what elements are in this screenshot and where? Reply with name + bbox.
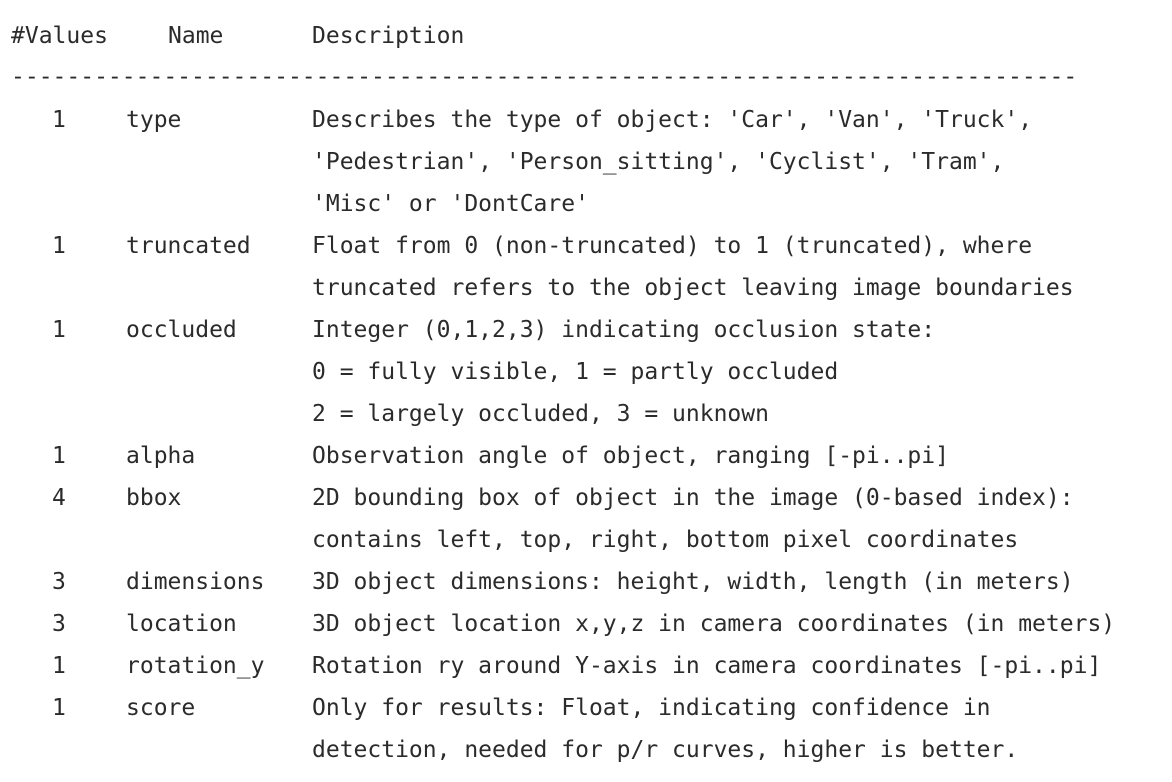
row-name: score xyxy=(126,695,196,721)
row-name: bbox xyxy=(126,485,182,511)
table-row: 1 type Describes the type of object: 'Car'… xyxy=(0,99,1172,141)
row-count: 3 xyxy=(52,611,66,637)
row-count: 1 xyxy=(52,317,66,343)
table-row-continuation: 2 = largely occluded, 3 = unknown xyxy=(0,393,1172,435)
header-values: #Values xyxy=(11,23,108,49)
row-description: contains left, top, right, bottom pixel … xyxy=(312,527,1019,553)
row-count: 1 xyxy=(52,107,66,133)
row-description: 3D object location x,y,z in camera coord… xyxy=(312,611,1116,637)
row-name: location xyxy=(126,611,237,637)
table-row: 1 alpha Observation angle of object, rangi… xyxy=(0,435,1172,477)
row-description: Integer (0,1,2,3) indicating occlusion s… xyxy=(312,317,936,343)
row-name: rotation_y xyxy=(126,653,265,679)
row-description: Observation angle of object, ranging [-p… xyxy=(312,443,949,469)
table-row: 1 rotation_y Rotation ry around Y-axis in … xyxy=(0,645,1172,687)
row-description: Describes the type of object: 'Car', 'Va… xyxy=(312,107,1033,133)
row-description: 2 = largely occluded, 3 = unknown xyxy=(312,401,769,427)
row-description: 2D bounding box of object in the image (… xyxy=(312,485,1074,511)
header-separator: ----------------------------------------… xyxy=(11,64,1078,90)
header-name: Name xyxy=(168,23,224,49)
table-row: 3 location 3D object location x,y,z in cam… xyxy=(0,603,1172,645)
table-row: 1 truncated Float from 0 (non-truncated) t… xyxy=(0,225,1172,267)
table-row: 1 score Only for results: Float, indicatin… xyxy=(0,687,1172,729)
row-name: type xyxy=(126,107,182,133)
table-row: 3 dimensions 3D object dimensions: height,… xyxy=(0,561,1172,603)
table-row-continuation: 0 = fully visible, 1 = partly occluded xyxy=(0,351,1172,393)
row-count: 4 xyxy=(52,485,66,511)
row-count: 1 xyxy=(52,443,66,469)
table-row-continuation: 'Pedestrian', 'Person_sitting', 'Cyclist… xyxy=(0,141,1172,183)
row-count: 3 xyxy=(52,569,66,595)
row-description: Only for results: Float, indicating conf… xyxy=(312,695,991,721)
table-row-continuation: truncated refers to the object leaving i… xyxy=(0,267,1172,309)
header-description: Description xyxy=(312,23,465,49)
table-header: #Values Name Description xyxy=(0,15,1172,57)
row-description: truncated refers to the object leaving i… xyxy=(312,275,1074,301)
row-count: 1 xyxy=(52,653,66,679)
table-row: 4 bbox 2D bounding box of object in the im… xyxy=(0,477,1172,519)
row-count: 1 xyxy=(52,233,66,259)
table-row-continuation: detection, needed for p/r curves, higher… xyxy=(0,729,1172,771)
row-description: 3D object dimensions: height, width, len… xyxy=(312,569,1074,595)
row-description: detection, needed for p/r curves, higher… xyxy=(312,737,1019,763)
row-name: dimensions xyxy=(126,569,265,595)
row-description: 'Misc' or 'DontCare' xyxy=(312,191,589,217)
row-description: Float from 0 (non-truncated) to 1 (trunc… xyxy=(312,233,1033,259)
row-description: 'Pedestrian', 'Person_sitting', 'Cyclist… xyxy=(312,149,1005,175)
table-row: 1 occluded Integer (0,1,2,3) indicating oc… xyxy=(0,309,1172,351)
table-row-continuation: contains left, top, right, bottom pixel … xyxy=(0,519,1172,561)
row-description: Rotation ry around Y-axis in camera coor… xyxy=(312,653,1102,679)
row-name: truncated xyxy=(126,233,251,259)
row-description: 0 = fully visible, 1 = partly occluded xyxy=(312,359,839,385)
row-name: alpha xyxy=(126,443,196,469)
row-name: occluded xyxy=(126,317,237,343)
row-count: 1 xyxy=(52,695,66,721)
table-row-continuation: 'Misc' or 'DontCare' xyxy=(0,183,1172,225)
